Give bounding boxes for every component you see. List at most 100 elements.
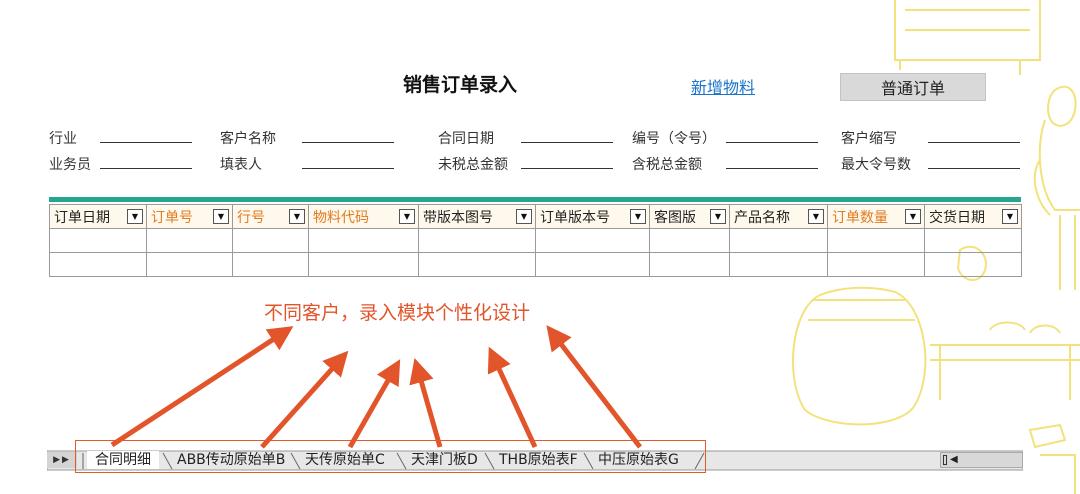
chevron-down-icon[interactable]: ▼ xyxy=(516,209,532,224)
column-header-order-no: 订单号 ▼ xyxy=(146,204,233,229)
table-cell[interactable] xyxy=(535,252,650,277)
contract-date-label: 合同日期 xyxy=(438,131,494,147)
column-label: 订单日期 xyxy=(54,209,110,226)
salesperson-label: 业务员 xyxy=(49,157,91,173)
customer-abbr-label: 客户缩写 xyxy=(841,131,897,147)
column-header-drawing-no: 带版本图号 ▼ xyxy=(418,204,536,229)
filled-by-field[interactable] xyxy=(302,168,394,169)
order-type-button-label: 普通订单 xyxy=(880,79,945,98)
sheet-tab-zhongya[interactable]: 中压原始表G xyxy=(598,451,679,469)
table-cell[interactable] xyxy=(308,228,419,253)
table-header-row: 订单日期▼ 订单号▼ 行号▼ 物料代码▼ 带版本图号▼ 订单版本号▼ 客图版▼ … xyxy=(49,204,1022,229)
order-number-field[interactable] xyxy=(726,142,818,143)
scroll-left-icon[interactable]: ◀ xyxy=(950,454,958,465)
table-cell[interactable] xyxy=(418,228,536,253)
column-label: 物料代码 xyxy=(313,209,369,226)
table-cell[interactable] xyxy=(418,252,536,277)
tab-label: ABB传动原始单B xyxy=(177,452,286,468)
table-cell[interactable] xyxy=(49,228,147,253)
chevron-down-icon[interactable]: ▼ xyxy=(213,209,229,224)
tab-label: 合同明细 xyxy=(95,452,151,468)
sheet-tab-thb[interactable]: THB原始表F xyxy=(499,451,578,469)
max-order-count-field[interactable] xyxy=(928,168,1020,169)
amount-excl-tax-field[interactable] xyxy=(521,168,613,169)
table-cell[interactable] xyxy=(827,252,925,277)
column-label: 带版本图号 xyxy=(423,209,493,226)
column-header-order-qty: 订单数量 ▼ xyxy=(827,204,925,229)
max-order-count-label: 最大令号数 xyxy=(841,157,911,173)
chevron-down-icon[interactable]: ▼ xyxy=(399,209,415,224)
chevron-down-icon[interactable]: ▼ xyxy=(1002,209,1018,224)
order-table: 订单日期▼ 订单号▼ 行号▼ 物料代码▼ 带版本图号▼ 订单版本号▼ 客图版▼ … xyxy=(49,204,1022,277)
column-header-material-code: 物料代码 ▼ xyxy=(308,204,419,229)
new-material-link[interactable]: 新增物料 xyxy=(691,78,756,97)
sheet-tab-tianjin[interactable]: 天津门板D xyxy=(411,451,478,469)
chevron-down-icon[interactable]: ▼ xyxy=(905,209,921,224)
sheet-tab-contract-detail[interactable]: 合同明细 xyxy=(87,451,159,469)
column-label: 客图版 xyxy=(654,209,696,226)
table-cell[interactable] xyxy=(49,252,147,277)
annotation-text: 不同客户，录入模块个性化设计 xyxy=(264,302,531,324)
chevron-down-icon[interactable]: ▼ xyxy=(289,209,305,224)
chevron-down-icon[interactable]: ▼ xyxy=(127,209,143,224)
contract-date-field[interactable] xyxy=(521,142,613,143)
industry-field[interactable] xyxy=(100,142,192,143)
column-header-line-no: 行号 ▼ xyxy=(232,204,309,229)
split-handle-icon[interactable] xyxy=(943,455,947,465)
amount-incl-tax-label: 含税总金额 xyxy=(632,157,702,173)
arrow-icon xyxy=(487,346,538,449)
table-row xyxy=(49,228,1022,253)
table-cell[interactable] xyxy=(729,252,828,277)
table-cell[interactable] xyxy=(924,228,1022,253)
order-type-button[interactable]: 普通订单 xyxy=(840,73,986,101)
tab-label: 天传原始单C xyxy=(305,452,385,468)
table-cell[interactable] xyxy=(232,228,309,253)
industry-label: 行业 xyxy=(49,131,77,147)
arrow-icon xyxy=(409,357,443,448)
table-cell[interactable] xyxy=(924,252,1022,277)
arrow-icon xyxy=(546,325,642,449)
tab-label: 中压原始表G xyxy=(598,452,679,468)
sheet-tab-abb[interactable]: ABB传动原始单B xyxy=(177,451,285,469)
table-cell[interactable] xyxy=(146,252,233,277)
tab-separators xyxy=(82,452,705,470)
sheet-nav-arrows[interactable]: ▶▶ xyxy=(47,452,77,468)
sheet-tab-tianchuan[interactable]: 天传原始单C xyxy=(305,451,385,469)
column-label: 交货日期 xyxy=(929,209,985,226)
chevron-down-icon[interactable]: ▼ xyxy=(808,209,824,224)
customer-abbr-field[interactable] xyxy=(928,142,1020,143)
amount-incl-tax-field[interactable] xyxy=(726,168,818,169)
filled-by-label: 填表人 xyxy=(220,157,262,173)
table-cell[interactable] xyxy=(649,228,730,253)
column-header-customer-drawing: 客图版 ▼ xyxy=(649,204,730,229)
salesperson-field[interactable] xyxy=(100,168,192,169)
table-cell[interactable] xyxy=(535,228,650,253)
table-cell[interactable] xyxy=(308,252,419,277)
column-label: 订单号 xyxy=(151,209,193,226)
table-cell[interactable] xyxy=(146,228,233,253)
tab-label: 天津门板D xyxy=(411,452,478,468)
table-cell[interactable] xyxy=(232,252,309,277)
table-accent-bar xyxy=(49,197,1021,202)
chevron-down-icon[interactable]: ▼ xyxy=(710,209,726,224)
table-cell[interactable] xyxy=(649,252,730,277)
customer-name-label: 客户名称 xyxy=(220,131,276,147)
order-number-label: 编号（令号） xyxy=(632,131,716,147)
column-label: 订单版本号 xyxy=(540,209,610,226)
tab-label: THB原始表F xyxy=(499,452,578,468)
chevron-down-icon[interactable]: ▼ xyxy=(630,209,646,224)
table-cell[interactable] xyxy=(827,228,925,253)
sheet-tab-bar: ▶▶ 合同明细 ABB传动原始单B 天传原始单C 天津门板D THB原始表F 中… xyxy=(47,449,1023,471)
column-header-order-date: 订单日期 ▼ xyxy=(49,204,147,229)
customer-name-field[interactable] xyxy=(302,142,394,143)
horizontal-scrollbar[interactable]: ◀ xyxy=(940,452,1023,468)
column-header-product-name: 产品名称▼ xyxy=(729,204,828,229)
column-label: 订单数量 xyxy=(832,209,888,226)
arrow-icon xyxy=(110,326,294,448)
page-title: 销售订单录入 xyxy=(403,74,518,96)
tab-bar-background xyxy=(47,450,1023,471)
column-header-delivery-date: 交货日期 ▼ xyxy=(924,204,1022,229)
column-label: 行号 xyxy=(237,209,265,226)
table-cell[interactable] xyxy=(729,228,828,253)
arrow-icon xyxy=(347,359,401,449)
